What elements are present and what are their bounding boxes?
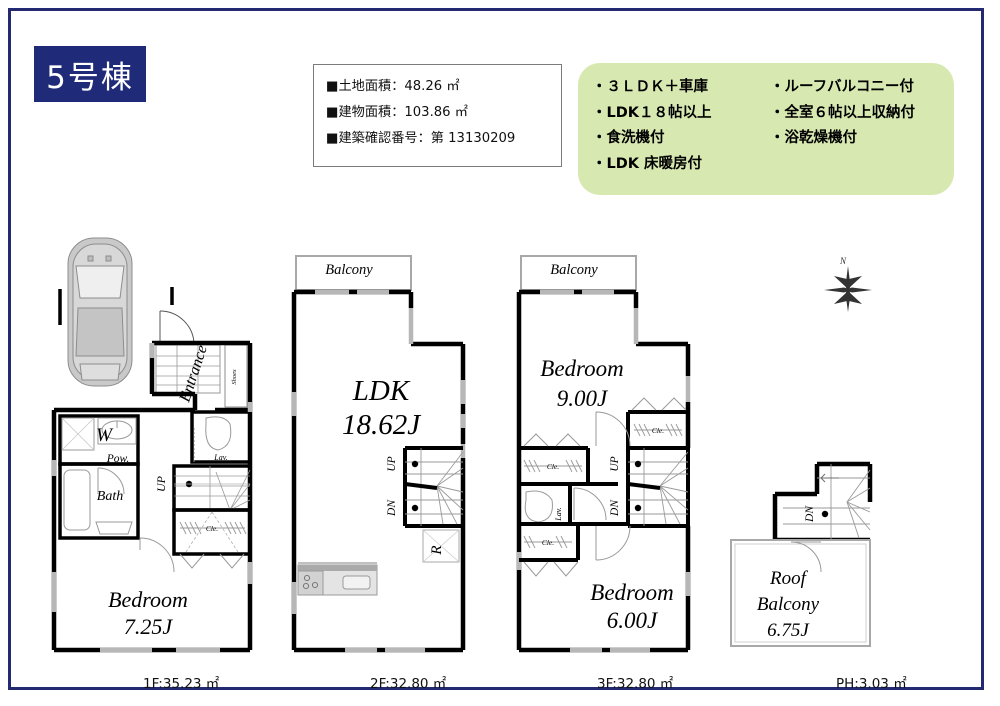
feature-column-left: ３ＬＤＫ＋車庫 LDK１８帖以上 食洗機付 LDK 床暖房付 — [592, 75, 770, 177]
label-roof-balcony-size: 6.75J — [767, 620, 810, 641]
spec-label: 建物面積 — [338, 105, 392, 120]
property-spec-box: ■土地面積：48.26 ㎡ ■建物面積：103.86 ㎡ ■建築確認番号：第 1… — [313, 64, 562, 167]
label-lavatory: Lav. — [554, 507, 563, 521]
spec-separator: ： — [391, 79, 405, 94]
label-shoes: Shoes — [231, 369, 238, 385]
floor-caption-1f: 1F:35.23 ㎡ — [143, 676, 220, 692]
label-bedroom-size: 7.25J — [124, 614, 174, 639]
label-closet: Cle. — [206, 524, 218, 533]
building-number-badge: 5号棟 — [34, 46, 146, 102]
feature-item: LDK１８帖以上 — [592, 101, 770, 127]
spec-value: 48.26 ㎡ — [404, 79, 460, 94]
label-bedroom-name: Bedroom — [108, 587, 188, 612]
spec-value: 第 13130209 — [430, 131, 516, 146]
feature-item: 食洗機付 — [592, 126, 770, 152]
spec-bullet: ■ — [326, 131, 339, 146]
label-up: UP — [609, 456, 621, 471]
label-ldk-name: LDK — [352, 375, 411, 407]
spec-value: 103.86 ㎡ — [404, 105, 468, 120]
label-bedroom-6-size: 6.00J — [607, 608, 659, 633]
spec-label: 土地面積 — [338, 79, 392, 94]
floor-plan-1f: W Pow. Bath Lav. Bedroom 7.25J UP Cle. E… — [40, 232, 280, 662]
feature-item: 全室６帖以上収納付 — [770, 101, 916, 127]
spec-label: 建築確認番号 — [338, 131, 418, 146]
feature-column-right: ルーフバルコニー付 全室６帖以上収納付 浴乾燥機付 — [770, 75, 916, 177]
spec-bullet: ■ — [326, 105, 339, 120]
label-bath: Bath — [97, 489, 123, 504]
label-balcony: Balcony — [550, 262, 598, 278]
label-powder-room: Pow. — [106, 453, 129, 465]
label-closet: Cle. — [542, 538, 554, 547]
label-roof-balcony-line2: Balcony — [757, 594, 820, 615]
label-dn: DN — [804, 505, 816, 523]
label-roof-balcony-line1: Roof — [769, 568, 809, 589]
feature-highlight-box: ３ＬＤＫ＋車庫 LDK１８帖以上 食洗機付 LDK 床暖房付 ルーフバルコニー付… — [578, 63, 954, 195]
label-refrigerator: R — [429, 545, 445, 555]
label-bedroom-6-name: Bedroom — [590, 580, 673, 605]
feature-item: ３ＬＤＫ＋車庫 — [592, 75, 770, 101]
label-up: UP — [386, 456, 398, 471]
car-illustration — [67, 237, 133, 387]
floor-plan-ph: DN Roof Balcony 6.75J — [725, 450, 925, 670]
feature-item: ルーフバルコニー付 — [770, 75, 915, 101]
spec-row-permit-number: ■建築確認番号：第 13130209 — [326, 126, 561, 152]
spec-row-building-area: ■建物面積：103.86 ㎡ — [326, 100, 561, 126]
label-balcony: Balcony — [325, 262, 373, 278]
floor-caption-ph: PH:3.03 ㎡ — [836, 676, 907, 692]
spec-separator: ： — [417, 131, 431, 146]
compass-rose-icon: N — [818, 248, 878, 318]
label-closet: Cle. — [652, 426, 664, 435]
spec-bullet: ■ — [326, 79, 339, 94]
feature-item: LDK 床暖房付 — [592, 152, 770, 178]
label-up: UP — [154, 475, 168, 492]
label-dn: DN — [386, 499, 398, 517]
label-washer: W — [96, 425, 114, 446]
floor-plan-3f: Balcony Bedroom 9.00J Bedroom 6.00J Cle.… — [510, 252, 710, 662]
label-dn: DN — [609, 499, 621, 517]
label-closet: Cle. — [547, 462, 559, 471]
spec-separator: ： — [391, 105, 405, 120]
spec-row-land-area: ■土地面積：48.26 ㎡ — [326, 74, 561, 100]
label-bedroom-9-name: Bedroom — [540, 356, 623, 381]
compass-north-label: N — [839, 256, 847, 266]
feature-item: 浴乾燥機付 — [770, 126, 915, 152]
label-bedroom-9-size: 9.00J — [557, 386, 609, 411]
floor-caption-2f: 2F:32.80 ㎡ — [370, 676, 447, 692]
label-ldk-size: 18.62J — [342, 409, 421, 441]
label-lavatory: Lav. — [213, 453, 227, 462]
floor-plan-2f: Balcony LDK 18.62J UP DN R — [285, 252, 485, 662]
floor-caption-3f: 3F:32.80 ㎡ — [597, 676, 674, 692]
building-number-label: 5号棟 — [46, 59, 134, 96]
